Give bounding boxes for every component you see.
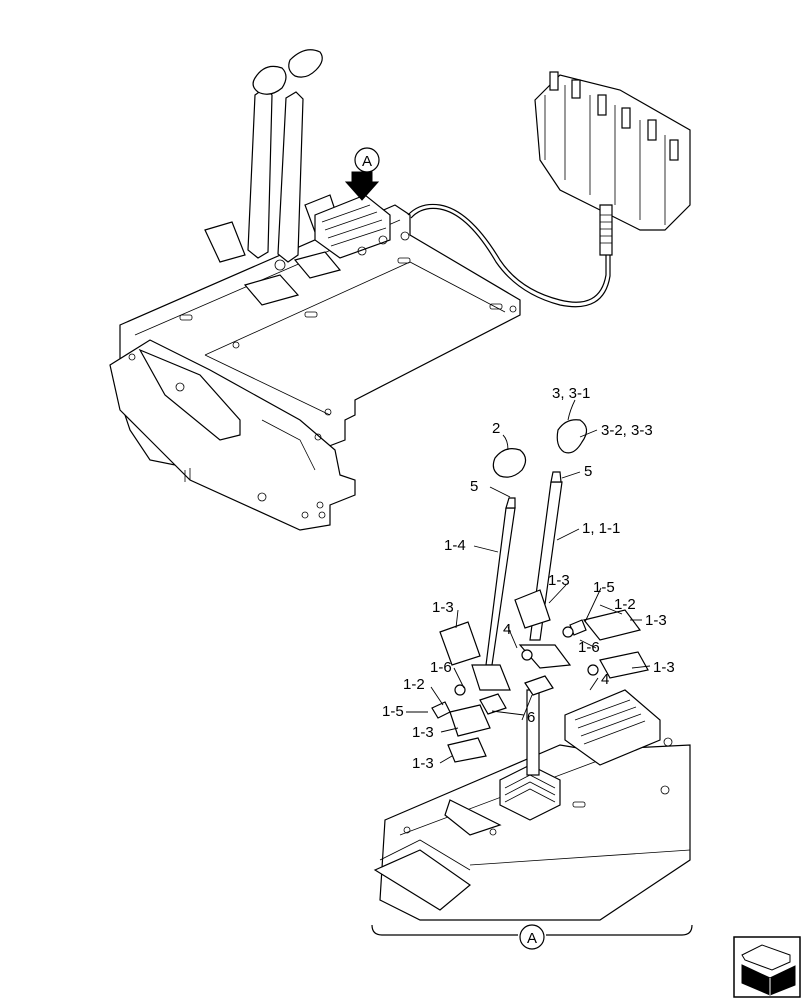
label-1-3-e: 1-3: [412, 724, 434, 741]
lower-assembly: [373, 419, 691, 921]
label-1-5-left: 1-5: [382, 703, 404, 720]
label-1-2-left: 1-2: [403, 676, 425, 693]
label-5-left: 5: [470, 478, 478, 495]
label-1-3-f: 1-3: [412, 755, 434, 772]
upper-assembly: [109, 49, 691, 531]
label-4-right: 4: [601, 671, 609, 688]
page-turn-icon[interactable]: [733, 936, 801, 998]
callout-labels: A A 3, 3-1 3-2, 3-3 2 5 5 1, 1-1 1-4 1-3…: [362, 153, 675, 950]
leader-lines: [406, 399, 651, 764]
label-2: 2: [492, 420, 500, 437]
label-1-3-b: 1-3: [432, 599, 454, 616]
label-1-3-a: 1-3: [548, 572, 570, 589]
label-1-3-d: 1-3: [653, 659, 675, 676]
label-1-4: 1-4: [444, 537, 466, 554]
label-1-2-right: 1-2: [614, 596, 636, 613]
label-3-2-3-3: 3-2, 3-3: [601, 422, 653, 439]
label-1-1-1: 1, 1-1: [582, 520, 620, 537]
label-6: 6: [527, 709, 535, 726]
label-1-3-c: 1-3: [645, 612, 667, 629]
label-3-3-1: 3, 3-1: [552, 385, 590, 402]
view-a-bracket: [371, 924, 693, 936]
view-a-callout-bottom: A: [527, 930, 537, 947]
label-4-left: 4: [503, 621, 511, 638]
view-a-callout-top: A: [362, 153, 372, 170]
label-1-6-left: 1-6: [430, 659, 452, 676]
label-1-5-right: 1-5: [593, 579, 615, 596]
label-5-right: 5: [584, 463, 592, 480]
label-1-6-right: 1-6: [578, 639, 600, 656]
